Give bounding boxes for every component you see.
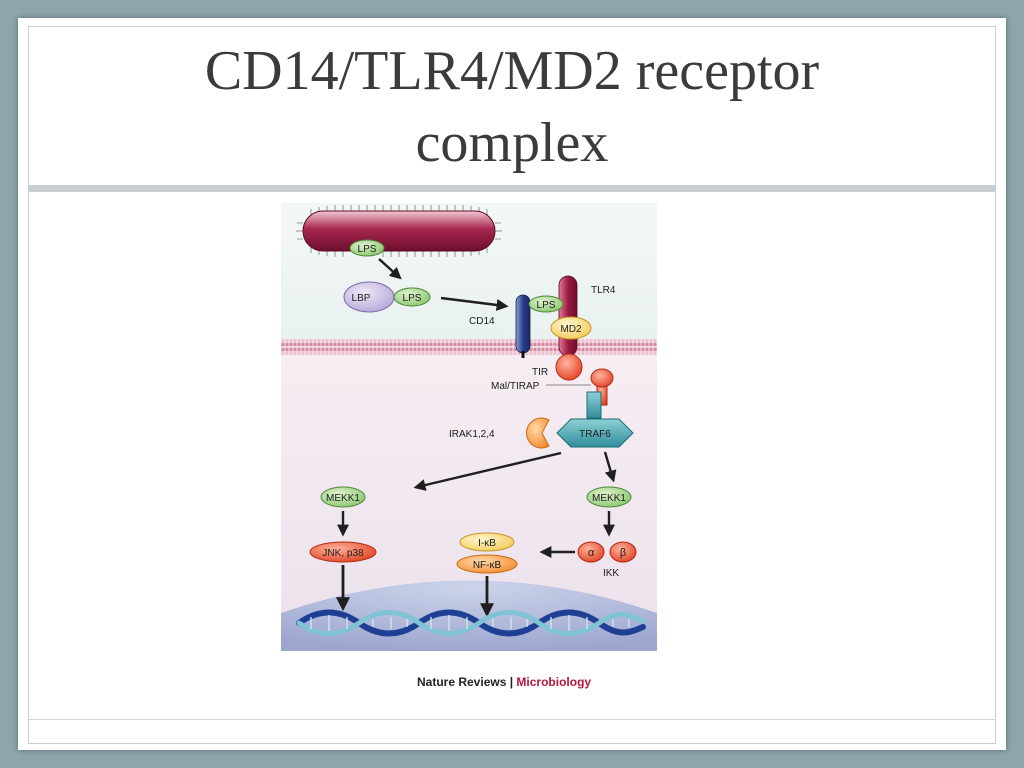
arrow-traf6-to-mekk1-left — [413, 451, 562, 491]
mekk1-right-label: MEKK1 — [592, 493, 626, 504]
ikb-nfkb-complex: I-κB NF-κB — [456, 532, 518, 574]
irak-complex: IRAK1,2,4 — [449, 417, 550, 449]
lps-label-top: LPS — [358, 244, 377, 255]
bacterium — [296, 205, 502, 257]
ikk-label: IKK — [603, 568, 619, 579]
arrow-traf6-to-mekk1-right — [603, 451, 617, 483]
lbp-lps-complex: LBP LPS — [343, 281, 431, 313]
cd14-receptor: CD14 — [469, 294, 531, 358]
ikk-alpha — [577, 541, 605, 563]
arrow-lbp-to-cd14 — [440, 296, 509, 311]
ikk-complex: α β IKK — [577, 541, 637, 579]
mekk1-left-label: MEKK1 — [326, 493, 360, 504]
mekk1-right: MEKK1 — [586, 486, 632, 508]
mal-tirap-label: Mal/TIRAP — [491, 381, 540, 392]
traf6-protein: TRAF6 — [556, 391, 634, 448]
arrow-lps-to-lbp — [378, 258, 402, 280]
lps-bound-label: LPS — [403, 293, 422, 304]
lps-bound — [393, 287, 431, 307]
credit-brand: Microbiology — [516, 675, 592, 689]
jnk-label: JNK, p38 — [322, 548, 364, 559]
cell-membrane — [281, 339, 657, 355]
lps-at-cd14: LPS — [528, 295, 564, 313]
lps-cd14-label: LPS — [537, 300, 556, 311]
pathway-diagram: LPS LBP LPS CD14 TLR4 LPS MD2 TIR Mal — [281, 203, 657, 651]
slide-title-line1: CD14/TLR4/MD2 receptor — [204, 40, 820, 102]
nfkb-label: NF-κB — [473, 560, 502, 571]
slide-title-line2: complex — [415, 112, 609, 174]
pathway-figure: LPS LBP LPS CD14 TLR4 LPS MD2 TIR Mal — [281, 203, 657, 656]
tir-label: TIR — [532, 367, 548, 378]
credit-journal: Nature Reviews — [417, 675, 507, 689]
footer-divider — [29, 719, 995, 720]
tir-domain: TIR — [532, 353, 583, 381]
cd14-label: CD14 — [469, 316, 495, 327]
mekk1-left: MEKK1 — [320, 486, 366, 508]
md2-label: MD2 — [560, 324, 582, 335]
title-divider — [29, 185, 995, 192]
slide-frame: CD14/TLR4/MD2 receptor complex — [28, 26, 996, 744]
credit-separator: | — [506, 675, 517, 689]
ikb-protein — [459, 532, 515, 552]
ikb-label: I-κB — [478, 538, 496, 549]
irak-label: IRAK1,2,4 — [449, 429, 495, 440]
lbp-label: LBP — [352, 293, 371, 304]
lps-shed: LPS — [349, 239, 385, 257]
ikk-beta — [609, 541, 637, 563]
md2-protein: MD2 — [550, 316, 592, 340]
alpha-label: α — [588, 547, 595, 559]
jnk-p38: JNK, p38 — [309, 541, 377, 563]
traf6-label: TRAF6 — [579, 429, 611, 440]
tlr4-label: TLR4 — [591, 285, 616, 296]
beta-label: β — [620, 547, 626, 559]
figure-credit: Nature Reviews | Microbiology — [417, 675, 591, 689]
title-area: CD14/TLR4/MD2 receptor complex — [29, 27, 995, 185]
dna-helix — [296, 609, 646, 637]
nfkb-protein — [456, 554, 518, 574]
